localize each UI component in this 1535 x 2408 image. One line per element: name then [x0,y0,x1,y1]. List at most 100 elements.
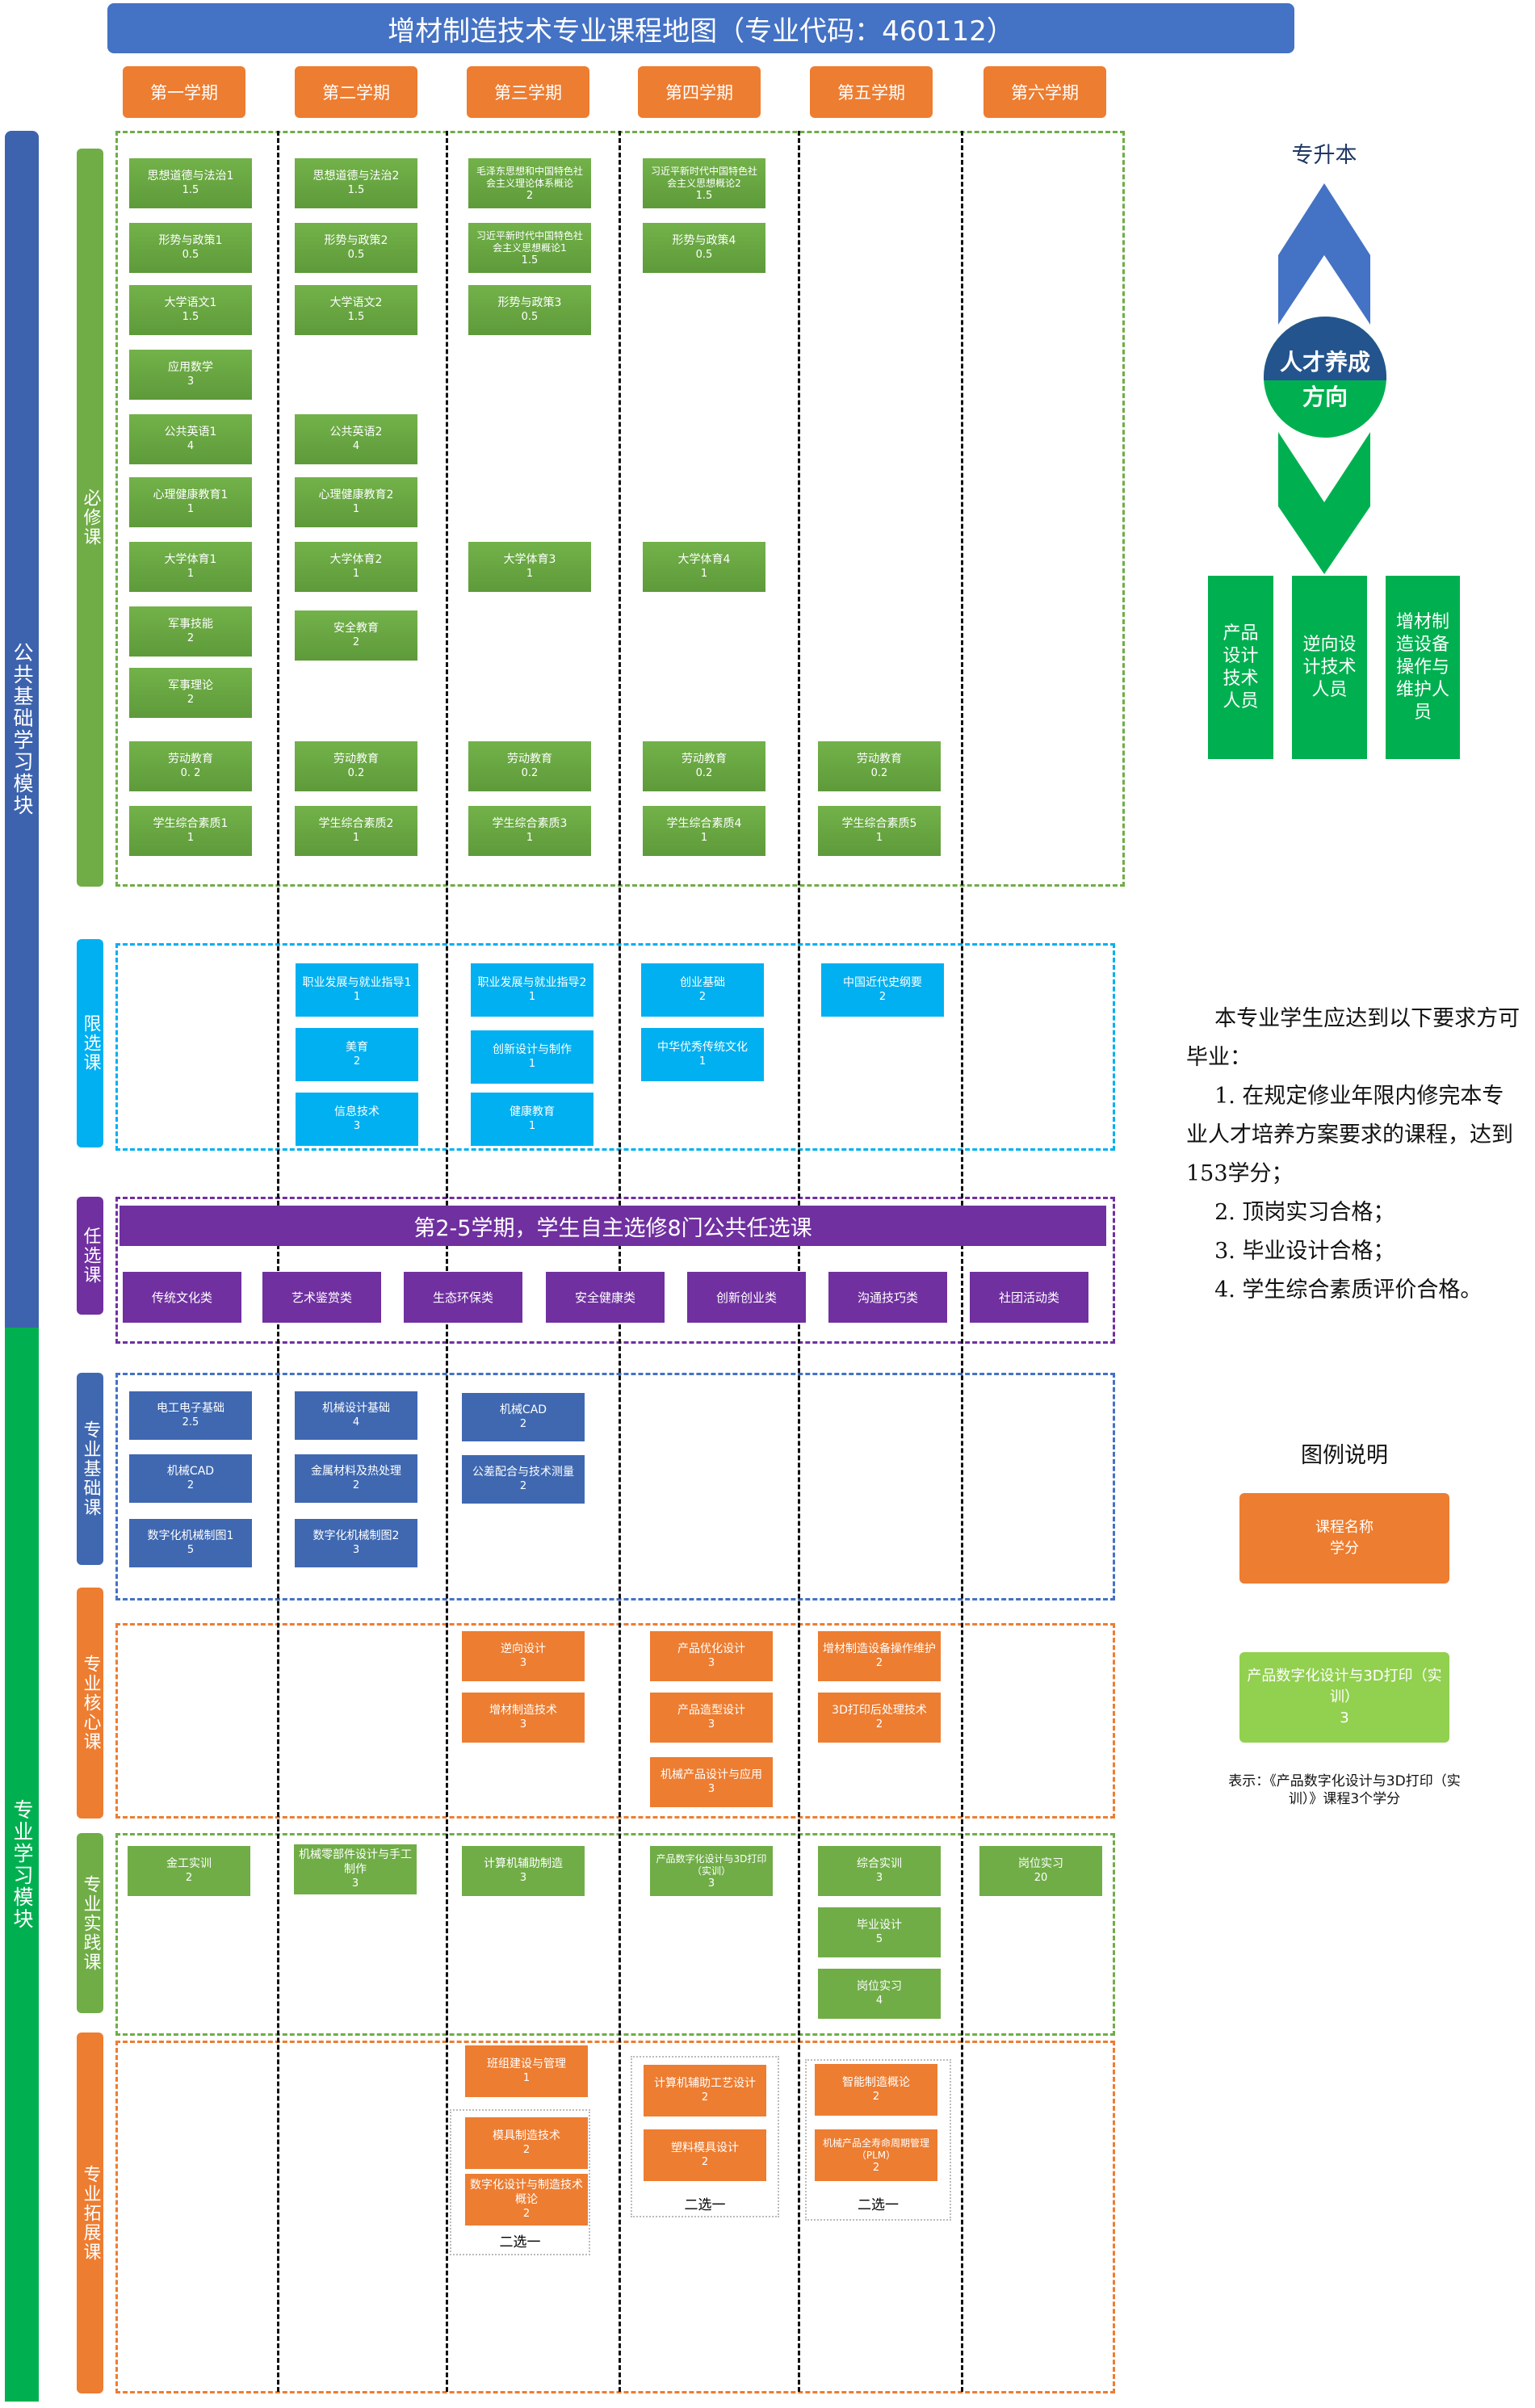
course-name: 岗位实习 [857,1980,902,1993]
role-box: 逆向设计技术人员 [1292,576,1367,759]
course-credit: 0.5 [347,249,365,261]
course-name: 劳动教育 [507,753,552,766]
course-box-practice: 产品数字化设计与3D打印（实训）3 [650,1846,773,1896]
course-name: 机械设计基础 [322,1402,390,1415]
course-name: 产品数字化设计与3D打印（实训） [656,1852,767,1877]
course-credit: 0.2 [347,767,365,779]
course-name: 大学体育1 [164,553,217,566]
course-name: 劳动教育 [168,753,213,766]
course-name: 岗位实习 [1018,1857,1063,1870]
down-chevron-icon [1278,432,1370,574]
course-credit: 0. 2 [180,767,201,779]
direction-title-bottom: 方向 [1302,384,1348,410]
course-credit: 2 [187,694,195,706]
course-name: 应用数学 [168,361,213,374]
course-name: 机械产品全寿命周期管理（PLM） [822,2137,929,2161]
course-box-required: 心理健康教育2 1 [295,477,417,527]
course-name: 数字化机械制图1 [147,1529,234,1542]
course-credit: 2 [526,189,534,202]
course-name: 心理健康教育2 [318,489,394,501]
course-name: 机械CAD [499,1403,547,1416]
course-name: 劳动教育 [857,753,902,766]
elective-category: 创新创业类 [687,1272,806,1323]
course-credit: 1 [700,832,708,844]
course-credit: 1.5 [521,254,539,266]
course-name: 学生综合素质1 [153,817,229,830]
course-credit: 0.2 [870,767,888,779]
course-credit: 1.5 [695,189,713,202]
course-name: 班组建设与管理 [487,2058,566,2070]
graduation-requirements: 本专业学生应达到以下要求方可毕业： 1. 在规定修业年限内修完本专业人才培养方案… [1186,1000,1525,1310]
legend-sample-box: 课程名称 学分 [1239,1493,1449,1584]
course-credit: 2 [872,2091,880,2103]
course-credit: 3 [352,1544,360,1556]
course-credit: 1 [522,2072,531,2084]
course-name: 学生综合素质2 [318,817,394,830]
semester-divider [277,131,279,2392]
course-credit: 2.5 [182,1416,199,1428]
course-credit: 3 [351,1877,359,1890]
semester-divider [619,131,621,2392]
legend-example-name: 产品数字化设计与3D打印（实训） [1247,1668,1442,1705]
section-label-practice: 专业实践课 [77,1833,103,2013]
course-credit: 4 [352,440,360,452]
elective-category: 安全健康类 [546,1272,665,1323]
course-credit: 3 [707,1783,715,1795]
course-name: 机械零部件设计与手工制作 [299,1848,412,1876]
course-credit: 1 [528,991,536,1003]
upgrade-label: 专升本 [1291,143,1357,168]
course-credit: 1 [875,832,883,844]
course-credit: 3 [707,1877,715,1890]
course-credit: 1.5 [347,184,365,196]
course-name: 中华优秀传统文化 [657,1041,748,1054]
course-credit: 2 [352,636,360,648]
course-name: 大学语文2 [329,296,383,309]
requirement-item: 2. 顶岗实习合格； [1214,1200,1395,1225]
course-name: 形势与政策2 [324,234,388,247]
course-name: 思想道德与法治1 [147,170,234,182]
course-credit: 4 [875,1995,883,2007]
requirement-item: 3. 毕业设计合格； [1214,1239,1395,1264]
course-credit: 3 [519,1872,527,1884]
course-name: 综合实训 [857,1857,902,1870]
course-name: 金工实训 [166,1857,212,1870]
course-credit: 0.5 [521,311,539,323]
course-name: 产品优化设计 [677,1642,745,1655]
course-name: 军事技能 [168,618,213,631]
legend-example-box: 产品数字化设计与3D打印（实训） 3 [1239,1652,1449,1743]
course-name: 劳动教育 [333,753,379,766]
course-credit: 1 [352,503,360,515]
course-name: 增材制造设备操作维护 [823,1642,936,1655]
course-name: 美育 [346,1041,368,1054]
course-credit: 1 [526,832,534,844]
semester-header: 第二学期 [295,66,417,118]
semester-header: 第一学期 [123,66,245,118]
course-name: 公共英语1 [164,426,217,438]
course-name: 学生综合素质4 [666,817,742,830]
course-credit: 1.5 [347,311,365,323]
elective-category: 艺术鉴赏类 [262,1272,381,1323]
course-credit: 1.5 [182,311,199,323]
